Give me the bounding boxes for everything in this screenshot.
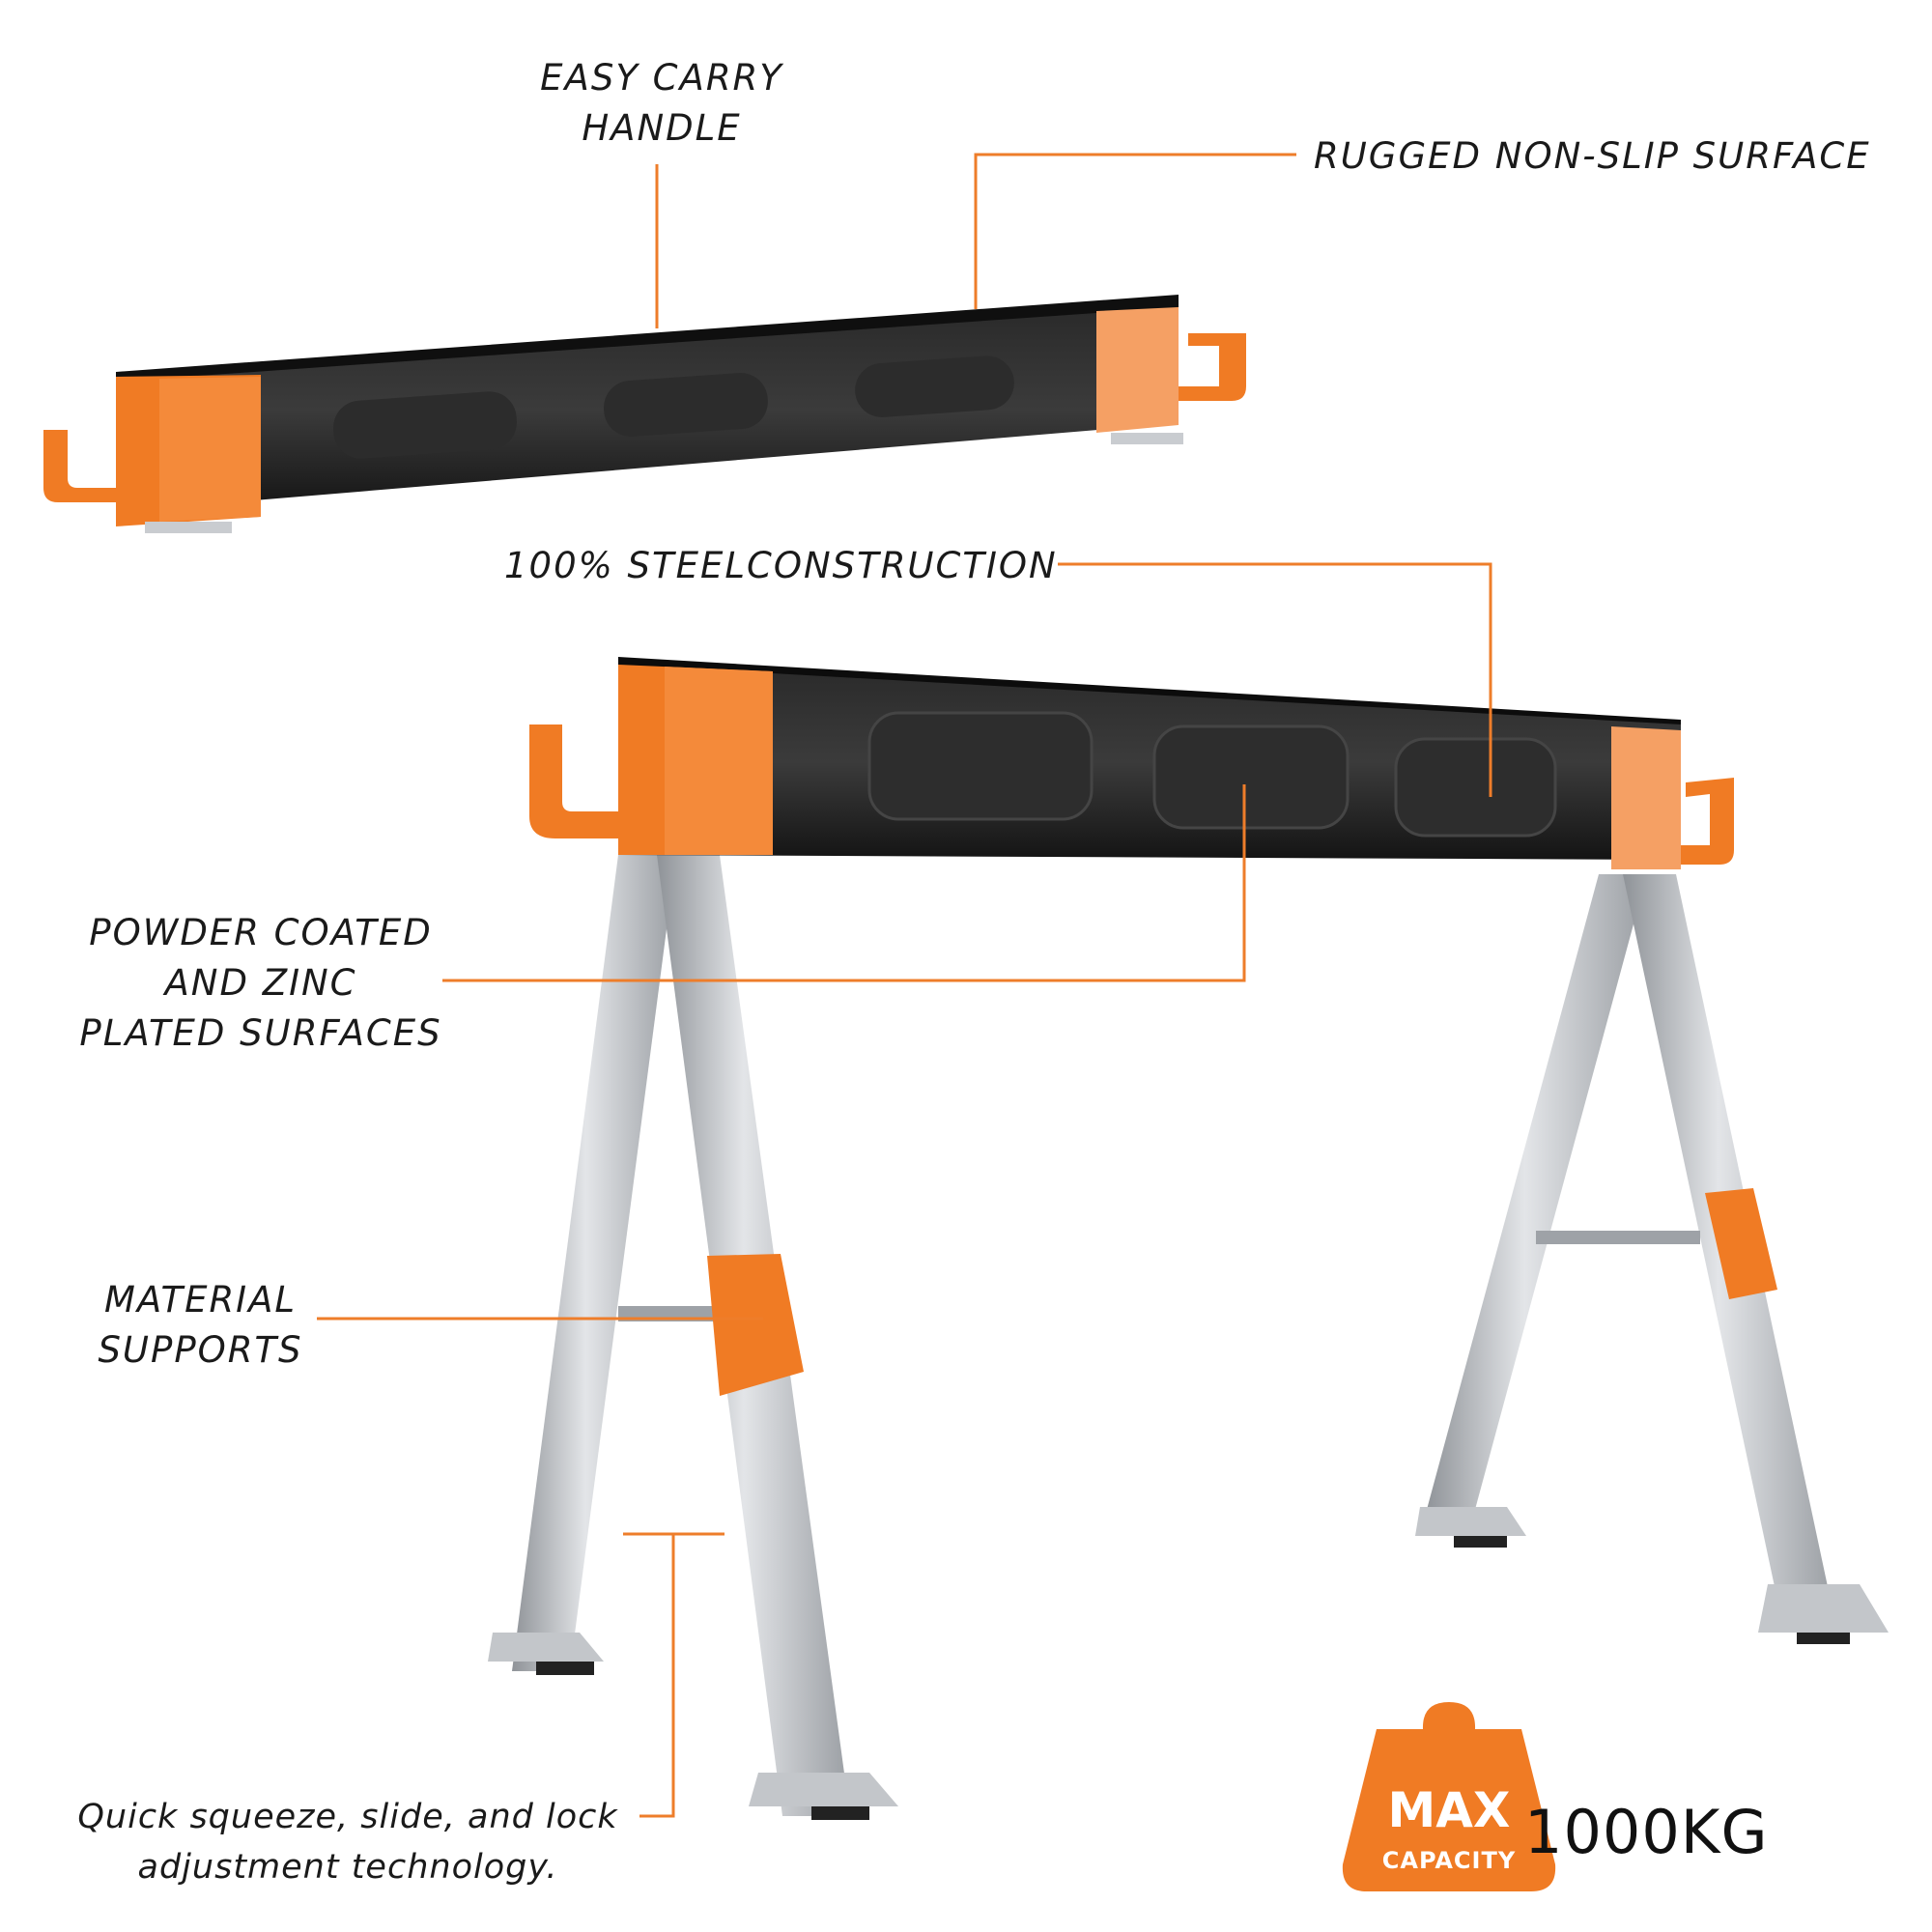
standing-grip-3 bbox=[1394, 737, 1557, 838]
right-rear-foot bbox=[1415, 1507, 1526, 1536]
callout-quick-line1: Quick squeeze, slide, and lock bbox=[77, 1798, 618, 1836]
leader-lines bbox=[317, 153, 1492, 1818]
leader-quick-vertical bbox=[639, 1534, 675, 1818]
left-rear-foot bbox=[488, 1633, 604, 1662]
folded-foot-right bbox=[1111, 433, 1183, 444]
callout-quick: Quick squeeze, slide, and lock adjustmen… bbox=[58, 1792, 638, 1892]
left-rear-leg bbox=[512, 855, 676, 1671]
callout-material-line2: SUPPORTS bbox=[98, 1329, 303, 1371]
callout-material: MATERIAL SUPPORTS bbox=[87, 1275, 314, 1376]
right-rear-foot-pad bbox=[1454, 1536, 1507, 1548]
folded-grip-3 bbox=[855, 355, 1014, 417]
standing-grip-1 bbox=[867, 711, 1094, 821]
standing-hook-right bbox=[1681, 778, 1734, 865]
callout-powder: POWDER COATED AND ZINC PLATED SURFACES bbox=[77, 908, 444, 1059]
standing-endcap-left-face bbox=[665, 667, 773, 855]
left-front-foot-pad bbox=[811, 1806, 869, 1820]
callout-material-line1: MATERIAL bbox=[103, 1279, 298, 1321]
folded-grip-2 bbox=[603, 373, 768, 437]
left-support-clamp bbox=[707, 1254, 804, 1396]
callout-easy-carry-line1: EASY CARRY bbox=[540, 57, 783, 99]
right-rear-leg bbox=[1425, 874, 1647, 1517]
leader-powder bbox=[442, 784, 1246, 982]
folded-sawhorse bbox=[43, 295, 1246, 533]
standing-beam-top bbox=[618, 657, 1681, 726]
standing-sawhorse bbox=[488, 657, 1889, 1820]
standing-hook-left bbox=[529, 724, 645, 838]
folded-foot-left bbox=[145, 522, 232, 533]
callout-easy-carry-line2: HANDLE bbox=[582, 107, 742, 149]
right-front-foot bbox=[1758, 1584, 1889, 1633]
folded-hook-left bbox=[43, 430, 121, 502]
standing-endcap-right bbox=[1611, 726, 1681, 869]
folded-hook-right bbox=[1179, 333, 1246, 401]
callout-non-slip: RUGGED NON-SLIP SURFACE bbox=[1314, 135, 1871, 177]
callout-powder-line3: PLATED SURFACES bbox=[79, 1012, 442, 1054]
leader-steel bbox=[1058, 562, 1492, 797]
badge-capacity-text: CAPACITY bbox=[1381, 1847, 1517, 1874]
folded-grip-1 bbox=[333, 391, 517, 459]
left-front-foot bbox=[749, 1773, 898, 1806]
right-crossbar bbox=[1536, 1231, 1700, 1244]
callout-powder-line2: AND ZINC bbox=[164, 962, 357, 1004]
standing-grip-2 bbox=[1152, 724, 1350, 830]
callout-powder-line1: POWDER COATED bbox=[89, 912, 433, 953]
leader-non-slip bbox=[974, 153, 1296, 309]
callout-quick-line2: adjustment technology. bbox=[137, 1848, 558, 1887]
left-rear-foot-pad bbox=[536, 1662, 594, 1675]
badge-max-text: MAX bbox=[1387, 1782, 1511, 1838]
callout-steel: 100% STEELCONSTRUCTION bbox=[504, 545, 1058, 586]
right-support-clamp bbox=[1705, 1188, 1777, 1299]
capacity-value: 1000KG bbox=[1524, 1797, 1769, 1867]
callout-easy-carry: EASY CARRY HANDLE bbox=[522, 53, 802, 154]
folded-endcap-left-side bbox=[159, 377, 261, 522]
right-front-foot-pad bbox=[1797, 1633, 1850, 1644]
folded-endcap-right bbox=[1096, 307, 1179, 433]
weight-badge-icon bbox=[1342, 1702, 1556, 1891]
